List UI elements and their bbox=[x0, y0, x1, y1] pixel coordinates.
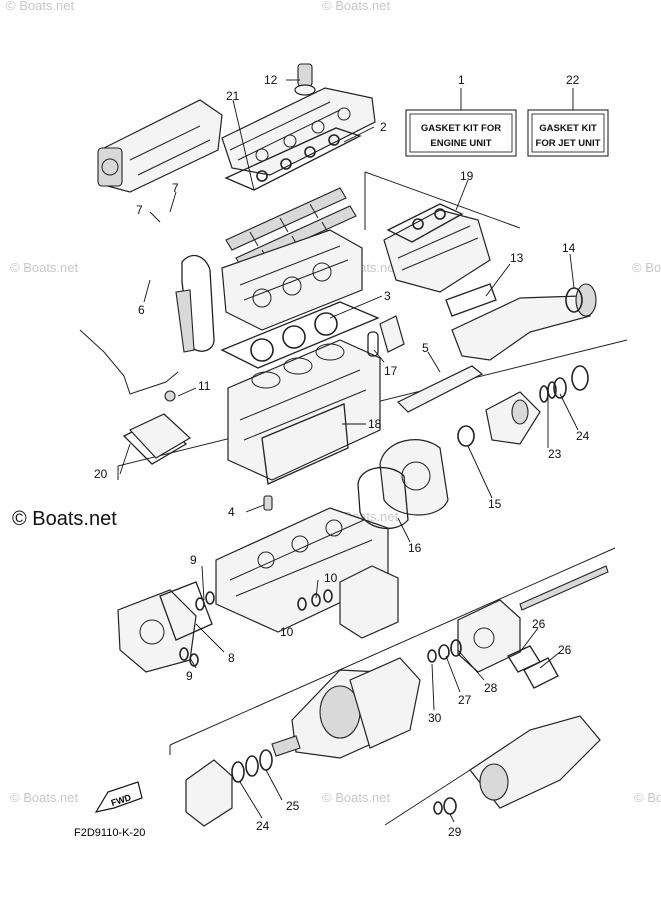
callout-number: 2 bbox=[380, 120, 387, 134]
cylinder-head bbox=[221, 229, 363, 331]
diagram-code: F2D9110-K-20 bbox=[74, 827, 145, 839]
watermark: © Boats.net bbox=[10, 260, 79, 275]
callout-layer: 1 22 12 21 2 7 7 19 14 13 6 3 5 17 11 18… bbox=[94, 73, 590, 839]
intake-manifold bbox=[383, 209, 491, 293]
callout-number: 15 bbox=[488, 497, 502, 511]
jet-front-housing bbox=[185, 759, 233, 827]
callout-number: 1 bbox=[458, 73, 465, 87]
jet-plate-gaskets bbox=[507, 645, 559, 689]
watermark: © Boats.net bbox=[632, 260, 661, 275]
throttle-tube bbox=[451, 283, 597, 361]
coupling-housing bbox=[485, 391, 541, 445]
leader-lines bbox=[119, 79, 579, 823]
starter-orings bbox=[297, 589, 333, 611]
impeller-housing bbox=[349, 657, 421, 749]
pump-orings bbox=[179, 591, 215, 667]
callout-number: 16 bbox=[408, 541, 422, 555]
gasket-kit-engine-line1: GASKET KIT FOR bbox=[421, 123, 501, 134]
callout-number: 22 bbox=[566, 73, 580, 87]
callout-number: 30 bbox=[428, 711, 442, 725]
callout-number: 4 bbox=[228, 505, 235, 519]
gasket-kit-jet-line1: GASKET KIT bbox=[539, 123, 597, 134]
generator-gasket bbox=[357, 466, 409, 530]
gasket-kit-jet-box: GASKET KIT FOR JET UNIT bbox=[527, 88, 609, 157]
callout-number: 11 bbox=[198, 379, 211, 393]
callout-number: 9 bbox=[186, 669, 193, 683]
gasket-kit-engine-box: GASKET KIT FOR ENGINE UNIT bbox=[405, 88, 517, 157]
watermark: © Boats.net bbox=[10, 790, 79, 805]
callout-number: 6 bbox=[138, 303, 145, 317]
dowel-pin bbox=[263, 495, 273, 511]
callout-number: 17 bbox=[384, 364, 398, 378]
starter-housing bbox=[339, 565, 399, 639]
cylinder-head-cover bbox=[221, 87, 376, 176]
callout-number: 25 bbox=[286, 799, 300, 813]
watermark: © Boats.net bbox=[322, 0, 391, 13]
callout-number: 8 bbox=[228, 651, 235, 665]
callout-number: 26 bbox=[532, 617, 546, 631]
callout-number: 21 bbox=[226, 89, 240, 103]
callout-number: 24 bbox=[576, 429, 590, 443]
callout-number: 12 bbox=[264, 73, 278, 87]
throttle-body-gasket bbox=[445, 283, 497, 317]
timing-chain bbox=[175, 254, 215, 353]
tensioner-gasket bbox=[367, 315, 405, 357]
callout-number: 7 bbox=[172, 181, 179, 195]
block-side-gasket bbox=[261, 403, 349, 485]
watermark: © Boats.net bbox=[6, 0, 75, 13]
oil-pan-gasket bbox=[122, 413, 192, 465]
exhaust-manifold bbox=[97, 99, 223, 193]
boats-net-watermark: © Boats.net bbox=[12, 508, 117, 530]
oil-filler-cap bbox=[294, 63, 316, 96]
generator-cover bbox=[379, 439, 449, 516]
callout-number: 28 bbox=[484, 681, 498, 695]
callout-number: 5 bbox=[422, 341, 429, 355]
callout-number: 10 bbox=[280, 625, 294, 639]
gasket-kit-jet-line2: FOR JET UNIT bbox=[536, 138, 601, 149]
callout-number: 18 bbox=[368, 417, 382, 431]
callout-number: 27 bbox=[458, 693, 472, 707]
jet-seals bbox=[427, 639, 462, 663]
nozzle-seal bbox=[433, 797, 457, 815]
callout-number: 10 bbox=[324, 571, 338, 585]
callout-number: 7 bbox=[136, 203, 143, 217]
callout-number: 3 bbox=[384, 289, 391, 303]
coupling-rings bbox=[539, 365, 589, 403]
fwd-arrow: FWD bbox=[94, 781, 143, 813]
callout-number: 20 bbox=[94, 467, 108, 481]
intake-gasket bbox=[386, 203, 464, 243]
callout-number: 26 bbox=[558, 643, 572, 657]
oil-plate bbox=[396, 365, 484, 413]
jet-nozzle bbox=[469, 715, 601, 809]
callout-number: 23 bbox=[548, 447, 562, 461]
callout-number: 13 bbox=[510, 251, 524, 265]
gasket-kit-engine-line2: ENGINE UNIT bbox=[430, 138, 491, 149]
callout-number: 29 bbox=[448, 825, 462, 839]
callout-number: 19 bbox=[460, 169, 474, 183]
callout-number: 14 bbox=[562, 241, 576, 255]
jet-front-seals bbox=[231, 735, 301, 783]
cylinder-block bbox=[227, 339, 381, 481]
callout-number: 24 bbox=[256, 819, 270, 833]
cover-gasket bbox=[224, 127, 362, 191]
watermark: © Boats.net bbox=[634, 790, 661, 805]
watermark: © Boats.net bbox=[322, 790, 391, 805]
callout-number: 9 bbox=[190, 553, 197, 567]
pump-gasket bbox=[159, 581, 213, 641]
drive-shaft bbox=[519, 565, 609, 611]
breather-hose bbox=[79, 329, 179, 402]
oil-seal-15 bbox=[457, 425, 475, 447]
head-gasket bbox=[220, 301, 380, 369]
